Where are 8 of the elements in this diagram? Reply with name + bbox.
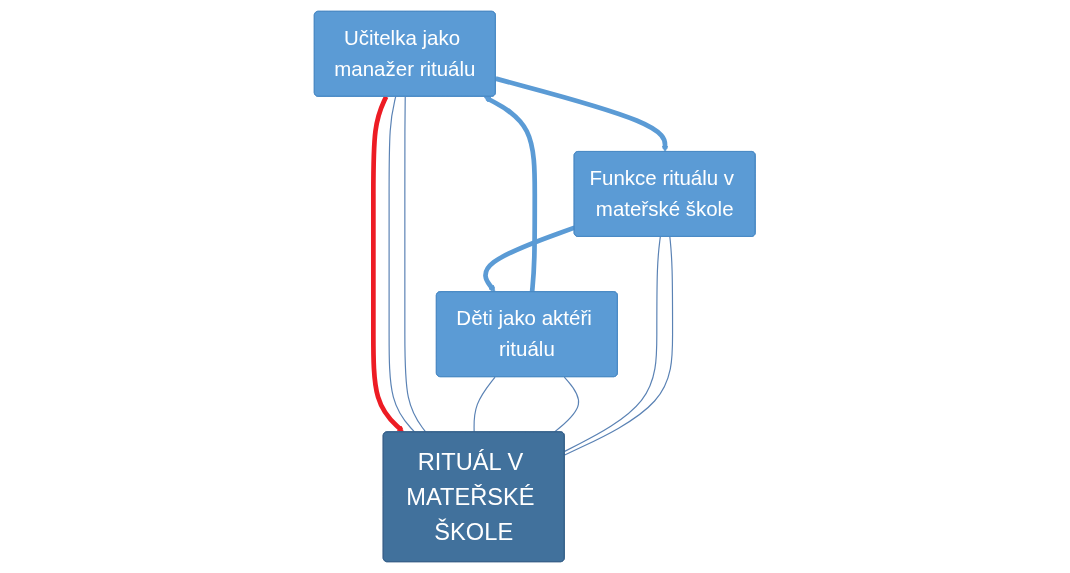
arrow bbox=[483, 225, 576, 293]
connector bbox=[553, 376, 580, 433]
arrow bbox=[495, 76, 669, 153]
arrow bbox=[371, 95, 405, 433]
connector bbox=[473, 376, 496, 433]
arrow bbox=[484, 96, 538, 293]
connector bbox=[404, 96, 427, 433]
connector bbox=[388, 96, 416, 433]
